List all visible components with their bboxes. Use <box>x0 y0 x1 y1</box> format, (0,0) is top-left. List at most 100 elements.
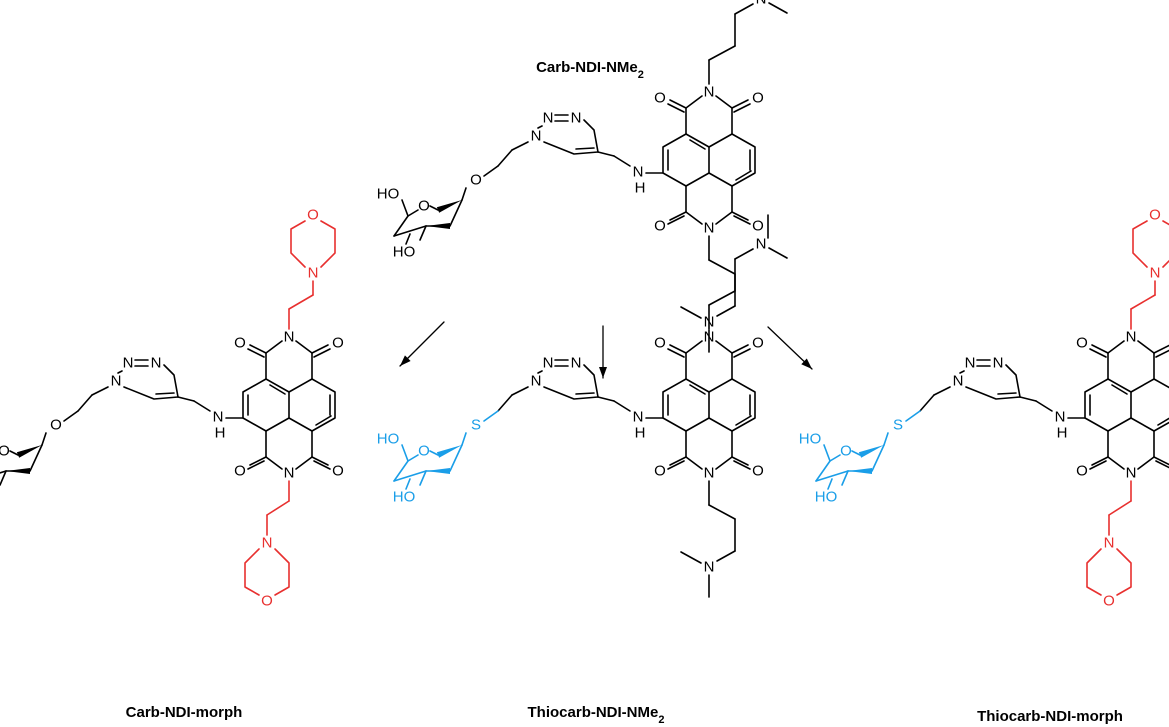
arrow-head <box>801 358 812 369</box>
bond <box>266 500 290 516</box>
carbonyl-o: O <box>1076 463 1088 480</box>
sugar-ring <box>429 205 439 211</box>
triazole <box>537 125 543 129</box>
bond <box>511 141 529 151</box>
bond <box>1035 400 1053 412</box>
bond <box>827 478 833 490</box>
glycosidic-atom: O <box>50 417 62 434</box>
imide-n: N <box>1126 329 1137 346</box>
compound-subscript: 2 <box>658 714 664 726</box>
triazole <box>543 141 599 155</box>
reaction-arrows <box>399 321 813 379</box>
carbonyl <box>249 456 267 466</box>
carbonyl <box>1153 344 1169 354</box>
ndi-core <box>1130 378 1169 432</box>
carbonyl <box>669 456 687 466</box>
methyl-bond <box>680 306 702 319</box>
bond <box>708 259 736 275</box>
carbonyl <box>1155 349 1169 358</box>
wedge-bond <box>426 468 450 474</box>
bond <box>685 211 703 225</box>
triazole <box>583 364 599 398</box>
carbonyl <box>733 215 751 225</box>
methyl-bond <box>768 2 788 14</box>
carbonyl <box>247 460 265 470</box>
bond <box>419 470 427 486</box>
bond <box>685 340 703 354</box>
bond <box>715 95 733 109</box>
double-bond <box>575 147 595 150</box>
molecule-4: NOONOONONONHNNNSOHOHOThiocarb-NDI-morph <box>799 207 1169 725</box>
triazole-n: N <box>571 110 582 127</box>
amine-h: H <box>1057 425 1068 442</box>
bond <box>393 470 427 482</box>
imide-n: N <box>1126 465 1137 482</box>
triazole-n: N <box>151 355 162 372</box>
bond <box>597 151 615 157</box>
bond <box>613 155 631 167</box>
carbonyl <box>667 103 685 113</box>
glycosidic-atom: S <box>893 417 903 434</box>
sugar-ring <box>425 199 463 227</box>
compound-name: Thiocarb-NDI-NMe2 <box>528 704 665 726</box>
arrow-head <box>400 355 411 366</box>
triazole <box>537 370 543 374</box>
morpholine-ring <box>1132 220 1148 268</box>
sugar-ring <box>5 444 43 472</box>
methyl-bond <box>768 247 788 259</box>
bond <box>77 394 93 412</box>
carbonyl-o: O <box>1076 335 1088 352</box>
carbonyl <box>667 348 685 358</box>
bond <box>0 470 7 486</box>
wedge-bond <box>16 445 42 458</box>
carbonyl-o: O <box>654 90 666 107</box>
hydroxyl: HO <box>393 244 416 261</box>
ring-o: O <box>418 198 430 215</box>
amine-h: H <box>635 180 646 197</box>
ring-o: O <box>0 443 10 460</box>
carbonyl-o: O <box>234 335 246 352</box>
glycosidic-atom: S <box>471 417 481 434</box>
bond <box>685 456 703 470</box>
bond <box>715 211 733 225</box>
carbonyl <box>731 211 749 221</box>
triazole <box>1005 364 1021 398</box>
bond <box>461 187 467 201</box>
bond <box>734 3 754 15</box>
carbonyl <box>1089 460 1107 470</box>
sugar-ring <box>9 450 19 456</box>
bond <box>685 95 703 109</box>
amine-h: H <box>215 425 226 442</box>
imide-n: N <box>704 220 715 237</box>
bond <box>1137 456 1155 470</box>
imide-n: N <box>284 465 295 482</box>
triazole-n: N <box>571 355 582 372</box>
wedge-bond <box>436 445 462 458</box>
carbonyl <box>733 460 751 470</box>
double-bond <box>315 415 332 426</box>
ring-o: O <box>840 443 852 460</box>
bond <box>1019 396 1037 402</box>
bond <box>716 550 736 562</box>
bond <box>883 432 889 446</box>
carbonyl <box>249 344 267 354</box>
bond <box>483 410 499 422</box>
bond <box>716 305 736 317</box>
carbonyl <box>731 456 749 466</box>
compound-subscript: 2 <box>638 69 644 81</box>
ndi-core <box>242 378 290 432</box>
hydroxyl: HO <box>377 186 400 203</box>
hydroxyl: HO <box>799 431 822 448</box>
carbonyl <box>669 211 687 221</box>
triazole <box>163 364 179 398</box>
bond <box>63 410 79 422</box>
bond <box>401 444 409 462</box>
bond <box>1137 340 1155 354</box>
morpholine-n: N <box>262 535 273 552</box>
bond <box>919 394 935 412</box>
bond <box>265 340 283 354</box>
triazole <box>117 370 123 374</box>
carbonyl-o: O <box>654 218 666 235</box>
morpholine-n: N <box>1150 265 1161 282</box>
